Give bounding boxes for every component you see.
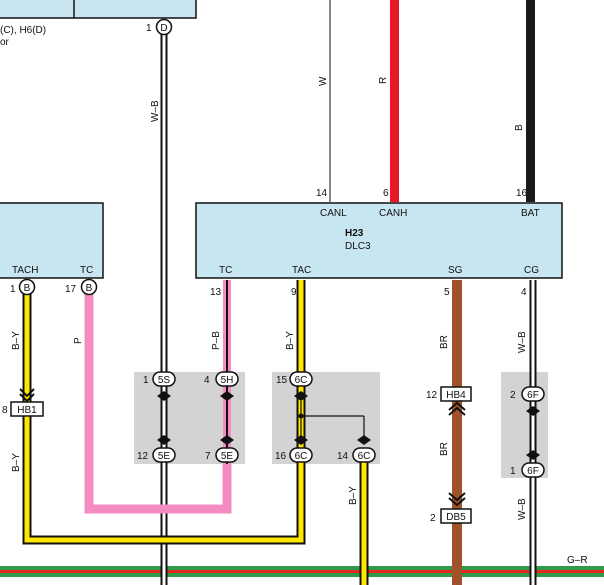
junction-code: 5S: [158, 375, 171, 386]
tach-label: TACH: [12, 265, 38, 276]
cg-pin-number: 4: [521, 287, 527, 298]
pin-number: 1: [146, 23, 152, 34]
pin-number: 1: [10, 284, 16, 295]
pin-number: 12: [426, 390, 438, 401]
pin-number: 2: [510, 390, 516, 401]
pb-label: P–B: [211, 331, 222, 350]
tac-pin-number: 9: [291, 287, 297, 298]
hb4-junction: 12 HB4: [426, 386, 472, 416]
junction-code: 5H: [221, 375, 234, 386]
sg-label: SG: [448, 265, 463, 276]
pin-number: 8: [2, 405, 8, 416]
connector-code: B: [24, 283, 31, 294]
junction-6C-group: 15 6C 16 6C 14 6C: [275, 371, 376, 463]
pin-number: 15: [276, 375, 288, 386]
pin-number: 7: [205, 451, 211, 462]
black-wire: [526, 0, 535, 202]
junction-code: 6C: [358, 451, 371, 462]
junction-5E-a: 12 5E: [137, 435, 176, 463]
ecu-tach-connector: 1 B: [10, 278, 36, 296]
wb-left-label: W–B: [150, 100, 161, 122]
canh-pin-number: 6: [383, 188, 389, 199]
pin-number: 16: [275, 451, 287, 462]
br-top-label: BR: [439, 335, 450, 349]
hb1-junction: 8 HB1: [2, 388, 44, 417]
junction-5H: 4 5H: [204, 371, 239, 401]
canl-label: CANL: [320, 208, 347, 219]
component-sublabel: or: [0, 37, 10, 48]
junction-code: 6C: [295, 451, 308, 462]
junction-code: 5E: [221, 451, 234, 462]
pin-number: 4: [204, 375, 210, 386]
by-wire-loop: [22, 294, 306, 545]
junction-code: HB4: [446, 390, 466, 401]
dlc3-title: H23: [345, 228, 364, 239]
db5-junction: 2 DB5: [430, 492, 472, 524]
junction-6F-group: 2 6F 1 6F: [510, 386, 545, 478]
red-wire: [390, 0, 399, 202]
junction-5E-b: 7 5E: [205, 435, 239, 463]
top-connector-d: 1 D: [146, 18, 173, 36]
red-wire-label: R: [378, 77, 389, 84]
junction-code: 6C: [295, 375, 308, 386]
pin-number: 14: [337, 451, 349, 462]
connector-code: D: [160, 23, 167, 34]
junction-code: 6F: [527, 466, 539, 477]
pin-number: 2: [430, 513, 436, 524]
junction-code: DB5: [446, 512, 466, 523]
junction-5S: 1 5S: [143, 371, 176, 401]
by-left-bottom-label: B–Y: [11, 453, 22, 472]
pin-number: 1: [510, 466, 516, 477]
junction-code: 6F: [527, 390, 539, 401]
by-mid-label: B–Y: [285, 331, 296, 350]
wb-right-bottom-label: W–B: [517, 498, 528, 520]
by-left-top-label: B–Y: [11, 331, 22, 350]
component-label: (C), H6(D): [0, 25, 46, 36]
tac-label: TAC: [292, 265, 311, 276]
ecu-tc-connector: 17 B: [65, 278, 98, 296]
junction-code: 5E: [158, 451, 171, 462]
black-wire-label: B: [514, 124, 525, 131]
cg-label: CG: [524, 265, 539, 276]
pink-label: P: [73, 337, 84, 344]
wb-right-top-label: W–B: [517, 331, 528, 353]
bat-label: BAT: [521, 208, 540, 219]
pink-wire: [84, 294, 232, 514]
top-left-component: (C), H6(D) or: [0, 0, 197, 48]
pin-number: 17: [65, 284, 77, 295]
dlc3-subtitle: DLC3: [345, 241, 371, 252]
left-ecu-connector: TACH TC: [0, 202, 104, 279]
pin-number: 1: [143, 375, 149, 386]
by-bottom-label: B–Y: [348, 486, 359, 505]
tc-pin-number: 13: [210, 287, 222, 298]
bottom-ground-wires: G–R: [0, 555, 604, 577]
canl-pin-number: 14: [316, 188, 328, 199]
ecu-tc-label: TC: [80, 265, 93, 276]
connector-code: B: [86, 283, 93, 294]
sg-pin-number: 5: [444, 287, 450, 298]
junction-code: HB1: [17, 405, 37, 416]
pin-number: 12: [137, 451, 149, 462]
tc-label: TC: [219, 265, 232, 276]
gr-wire-label: G–R: [567, 555, 588, 566]
br-bottom-label: BR: [439, 442, 450, 456]
bat-pin-number: 16: [516, 188, 528, 199]
brown-wire: [452, 280, 462, 585]
dlc3-connector: CANL CANH BAT H23 DLC3 TC TAC SG CG: [195, 202, 563, 279]
canh-label: CANH: [379, 208, 407, 219]
white-wire-label: W: [318, 76, 329, 86]
